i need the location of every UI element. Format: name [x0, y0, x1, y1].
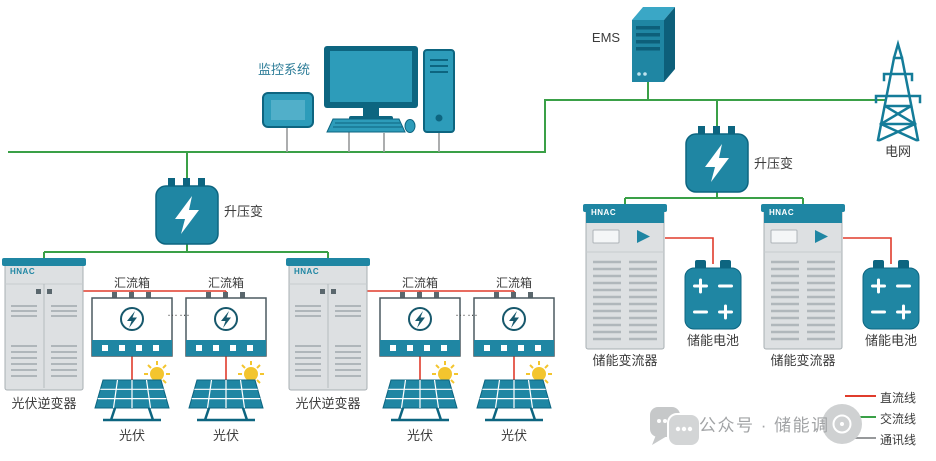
transformer-right-label: 升压变	[754, 156, 794, 171]
pcs-label-1: 储能变流器	[592, 353, 658, 368]
pv-inverter-label-1: 光伏逆变器	[11, 396, 77, 411]
brand-logo-inverter-2: HNAC	[294, 267, 320, 276]
pv-label-3: 光伏	[406, 428, 433, 443]
chat-bubble-icon	[667, 413, 701, 447]
watermark-graphics	[650, 404, 862, 447]
keyboard-icon	[326, 118, 406, 133]
transformer-left-label: 升压变	[224, 204, 264, 219]
pcs-cabinet-1-icon	[581, 202, 669, 351]
legend-label-ac: 交流线	[880, 412, 917, 426]
ems-server-icon	[632, 7, 675, 82]
legend-label-comm: 通讯线	[880, 433, 917, 447]
battery-label-1: 储能电池	[686, 333, 739, 348]
watermark-logo-icon	[822, 404, 862, 444]
watermark-text: 公众号 · 储能调	[699, 416, 830, 435]
legend-label-dc: 直流线	[880, 391, 917, 405]
battery-1-icon	[683, 258, 743, 331]
ellipsis-left: ……	[167, 307, 191, 319]
pv-inverter-label-2: 光伏逆变器	[295, 396, 361, 411]
brand-logo-inverter-1: HNAC	[10, 267, 36, 276]
mouse-icon	[404, 119, 416, 133]
ems-label: EMS	[591, 30, 621, 45]
pcs-cabinet-2-icon	[759, 202, 847, 351]
battery-2-icon	[861, 258, 921, 331]
battery-label-2: 储能电池	[864, 333, 917, 348]
step-up-transformer-right-icon	[685, 125, 749, 193]
step-up-transformer-left-icon	[155, 177, 219, 245]
combiner-box-2-icon	[185, 291, 267, 357]
pv-label-1: 光伏	[118, 428, 145, 443]
combiner-label-2: 汇流箱	[207, 276, 244, 290]
combiner-box-4-icon	[473, 291, 555, 357]
brand-logo-pcs-2: HNAC	[769, 208, 795, 217]
monitor-icon	[324, 46, 418, 121]
combiner-label-3: 汇流箱	[401, 276, 438, 290]
pcs-label-2: 储能变流器	[770, 353, 836, 368]
desktop-tower-icon	[423, 49, 455, 133]
comm-lines	[286, 127, 440, 152]
grid-label: 电网	[884, 144, 911, 159]
brand-logo-pcs-1: HNAC	[591, 208, 617, 217]
ellipsis-right: ……	[455, 307, 479, 319]
pv-label-2: 光伏	[212, 428, 239, 443]
combiner-box-3-icon	[379, 291, 461, 357]
monitoring-system-label: 监控系统	[257, 62, 310, 77]
combiner-box-1-icon	[91, 291, 173, 357]
ac-lines	[8, 82, 886, 260]
grid-tower-icon	[874, 39, 922, 142]
pv-inverter-cabinet-1-icon	[1, 257, 87, 391]
pv-label-4: 光伏	[500, 428, 527, 443]
combiner-label-1: 汇流箱	[113, 276, 150, 290]
combiner-label-4: 汇流箱	[495, 276, 532, 290]
monitoring-cluster	[262, 46, 455, 133]
pv-inverter-cabinet-2-icon	[285, 257, 371, 391]
